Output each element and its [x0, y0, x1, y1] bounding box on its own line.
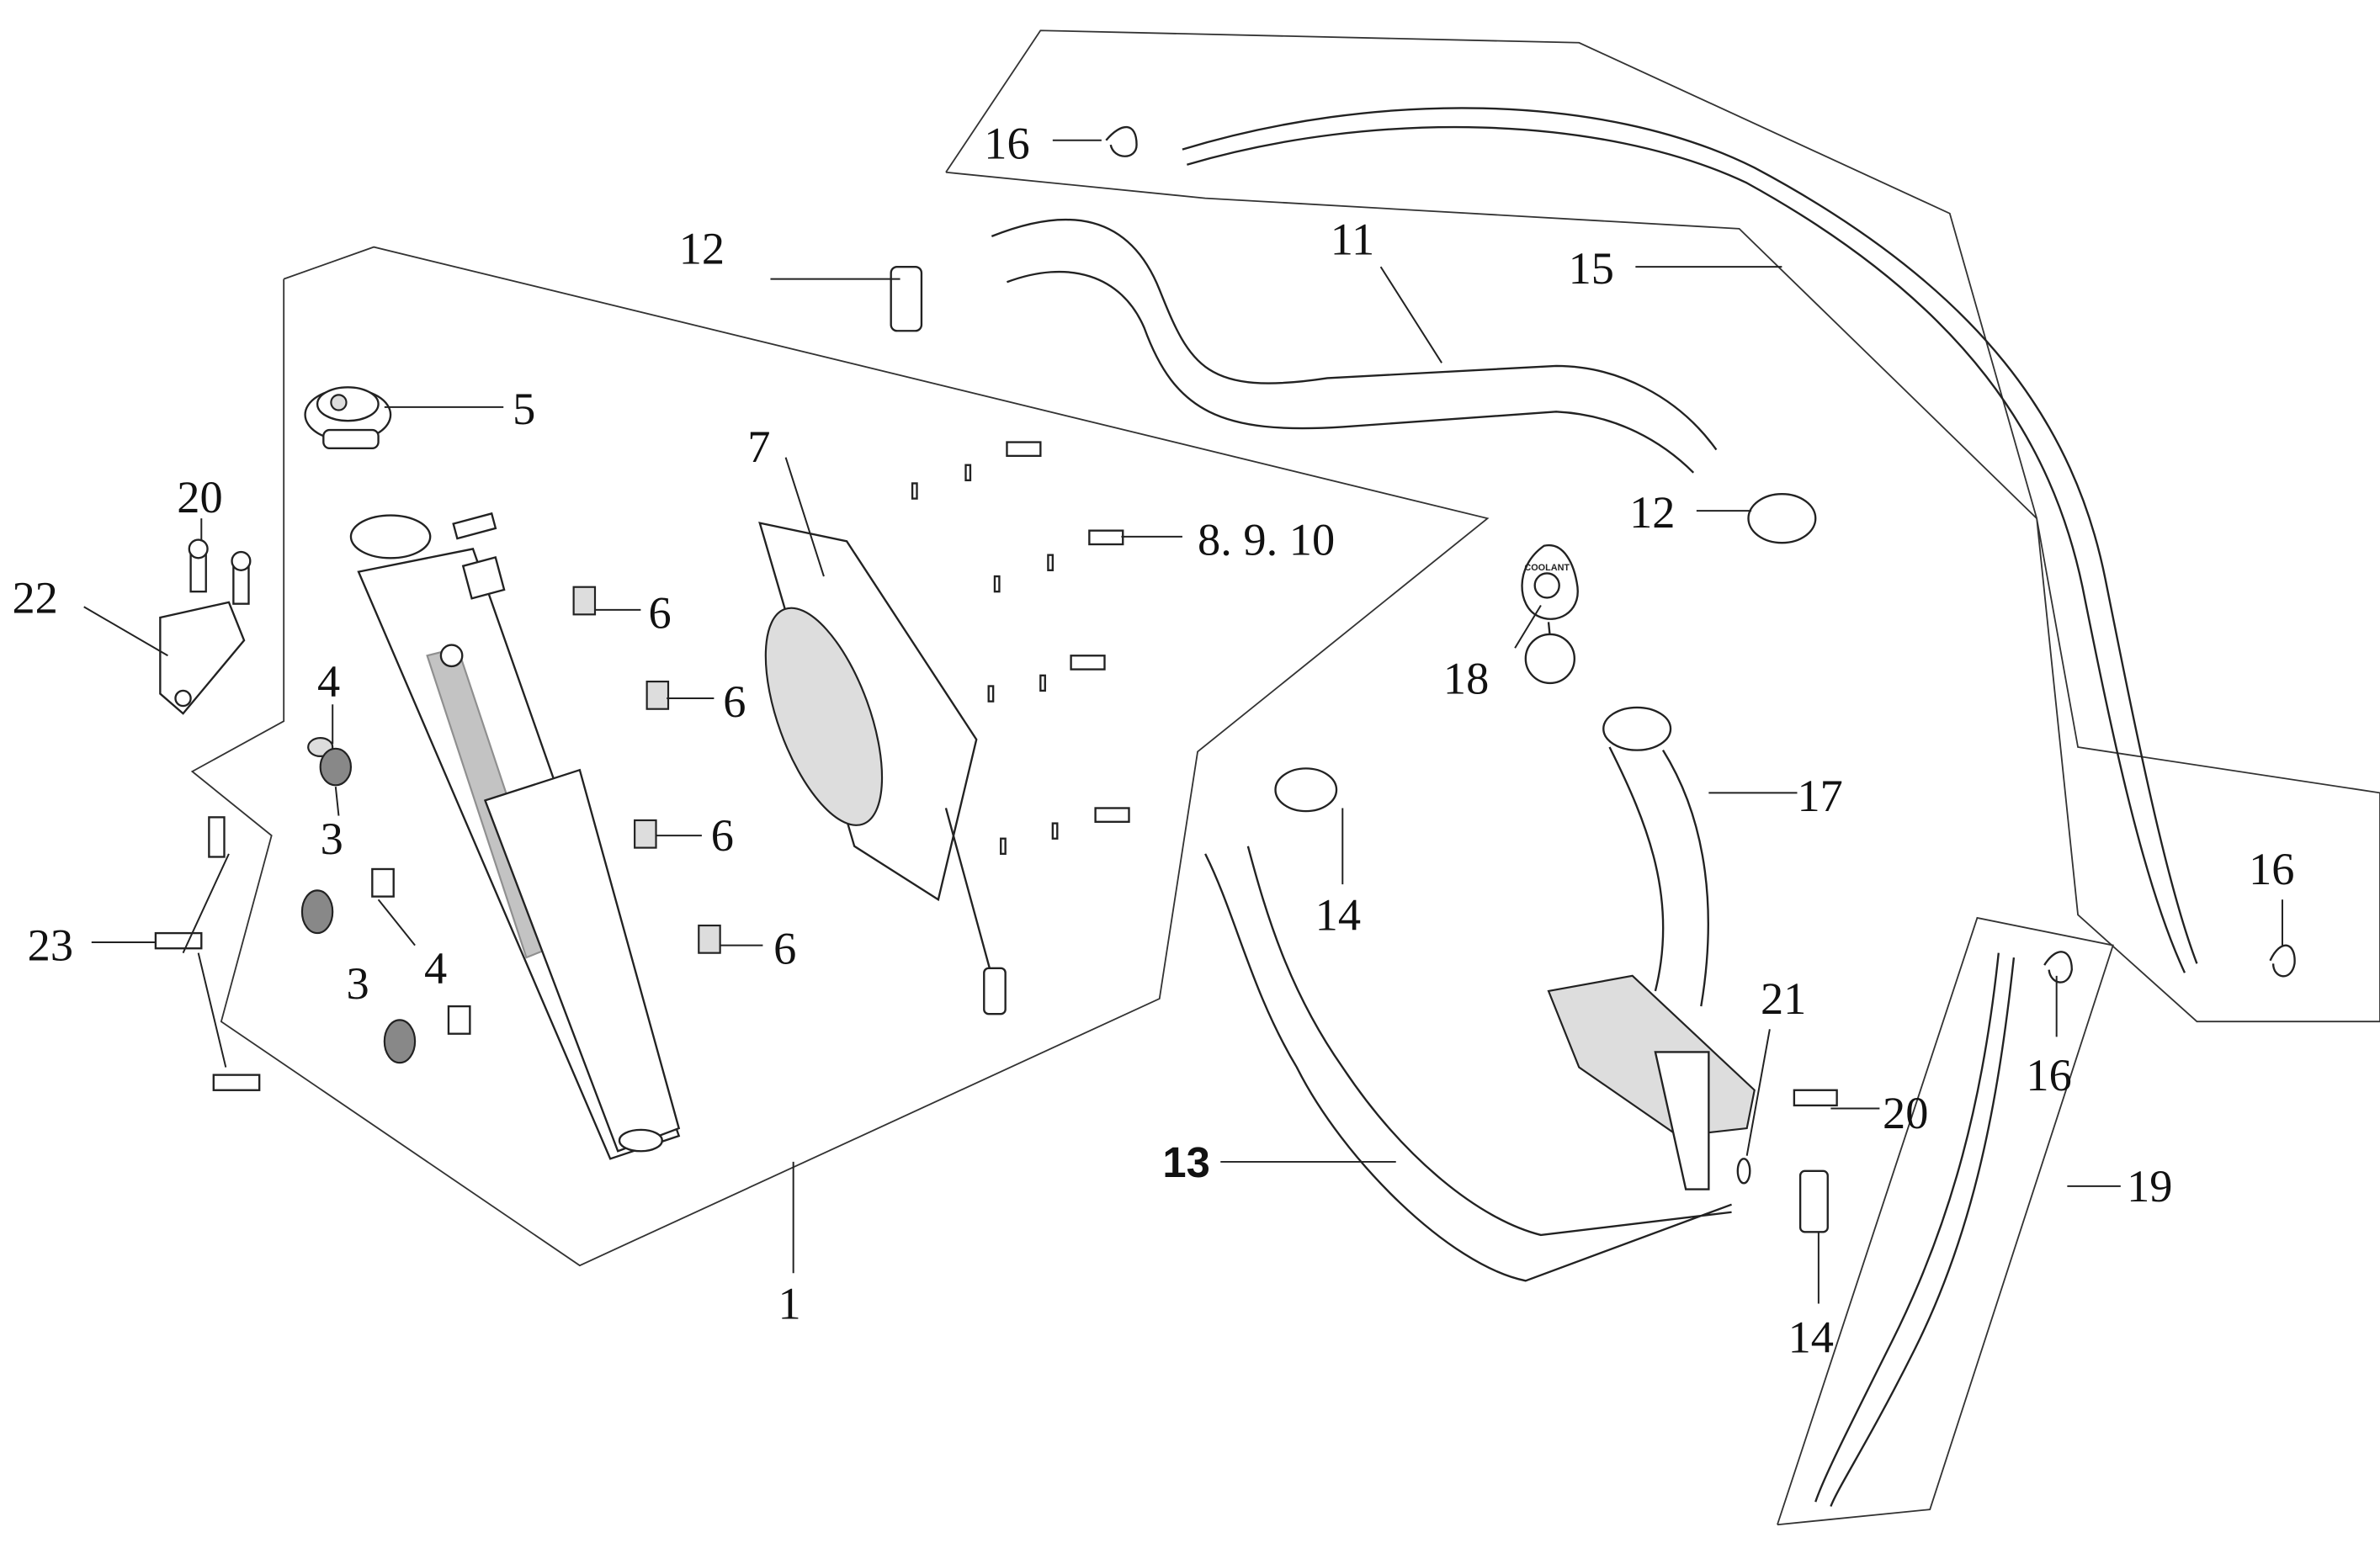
callout-11: 11 — [1331, 215, 1374, 265]
callout-18: 18 — [1443, 654, 1489, 704]
callout-16: 16 — [984, 118, 1029, 168]
bolts-23 — [154, 816, 261, 1091]
callout-14: 14 — [1788, 1312, 1834, 1362]
callout-3: 3 — [321, 814, 343, 864]
hose-clamps — [890, 125, 2296, 1233]
callout-6: 6 — [723, 676, 746, 727]
callout-8-9-10: 8. 9. 10 — [1198, 515, 1335, 565]
callout-4: 4 — [317, 656, 340, 707]
fan-shroud-part — [758, 522, 1007, 1015]
callout-13: 13 — [1162, 1138, 1209, 1186]
bolt-washer-right — [1736, 1089, 1838, 1185]
callout-5: 5 — [513, 384, 535, 434]
grommets — [300, 737, 471, 1064]
leader-lines — [83, 139, 2283, 1304]
cap-marking: COOLANT — [1524, 563, 1570, 573]
fan-bolts — [911, 441, 1130, 856]
callout-6: 6 — [773, 923, 796, 973]
frame-radiator-group — [190, 246, 1490, 1267]
callout-3: 3 — [347, 958, 369, 1009]
callout-6: 6 — [648, 588, 671, 639]
callout-21: 21 — [1761, 973, 1806, 1024]
upper-hose-part — [991, 218, 1718, 474]
callout-15: 15 — [1569, 243, 1614, 294]
callout-7: 7 — [747, 422, 770, 472]
callout-16: 16 — [2249, 844, 2294, 894]
frame-hose-group — [945, 29, 2380, 1023]
callout-20: 20 — [1883, 1088, 1928, 1138]
callout-12: 12 — [1629, 487, 1675, 538]
coolant-reservoir-part — [1547, 706, 1756, 1190]
callout-16: 16 — [2026, 1050, 2071, 1100]
callout-19: 19 — [2127, 1161, 2172, 1212]
radiator-part — [349, 512, 681, 1160]
radiator-clips — [572, 586, 721, 954]
callout-12: 12 — [679, 224, 725, 274]
radiator-cap-part — [304, 386, 392, 449]
callout-6: 6 — [711, 810, 734, 861]
mount-bracket-part — [159, 538, 252, 715]
callout-14: 14 — [1315, 889, 1361, 940]
callout-17: 17 — [1798, 771, 1843, 821]
lower-hose-part — [1204, 846, 1732, 1282]
callout-20: 20 — [177, 472, 222, 522]
long-hose-part — [1182, 107, 2198, 973]
reservoir-cap-part: COOLANT — [1521, 543, 1579, 685]
callout-22: 22 — [13, 573, 58, 623]
callout-1: 1 — [778, 1279, 801, 1329]
overflow-hose-part — [1814, 952, 2016, 1507]
callout-4: 4 — [424, 943, 447, 994]
frame-overflow-hose — [1777, 916, 2114, 1526]
callout-23: 23 — [28, 920, 73, 971]
